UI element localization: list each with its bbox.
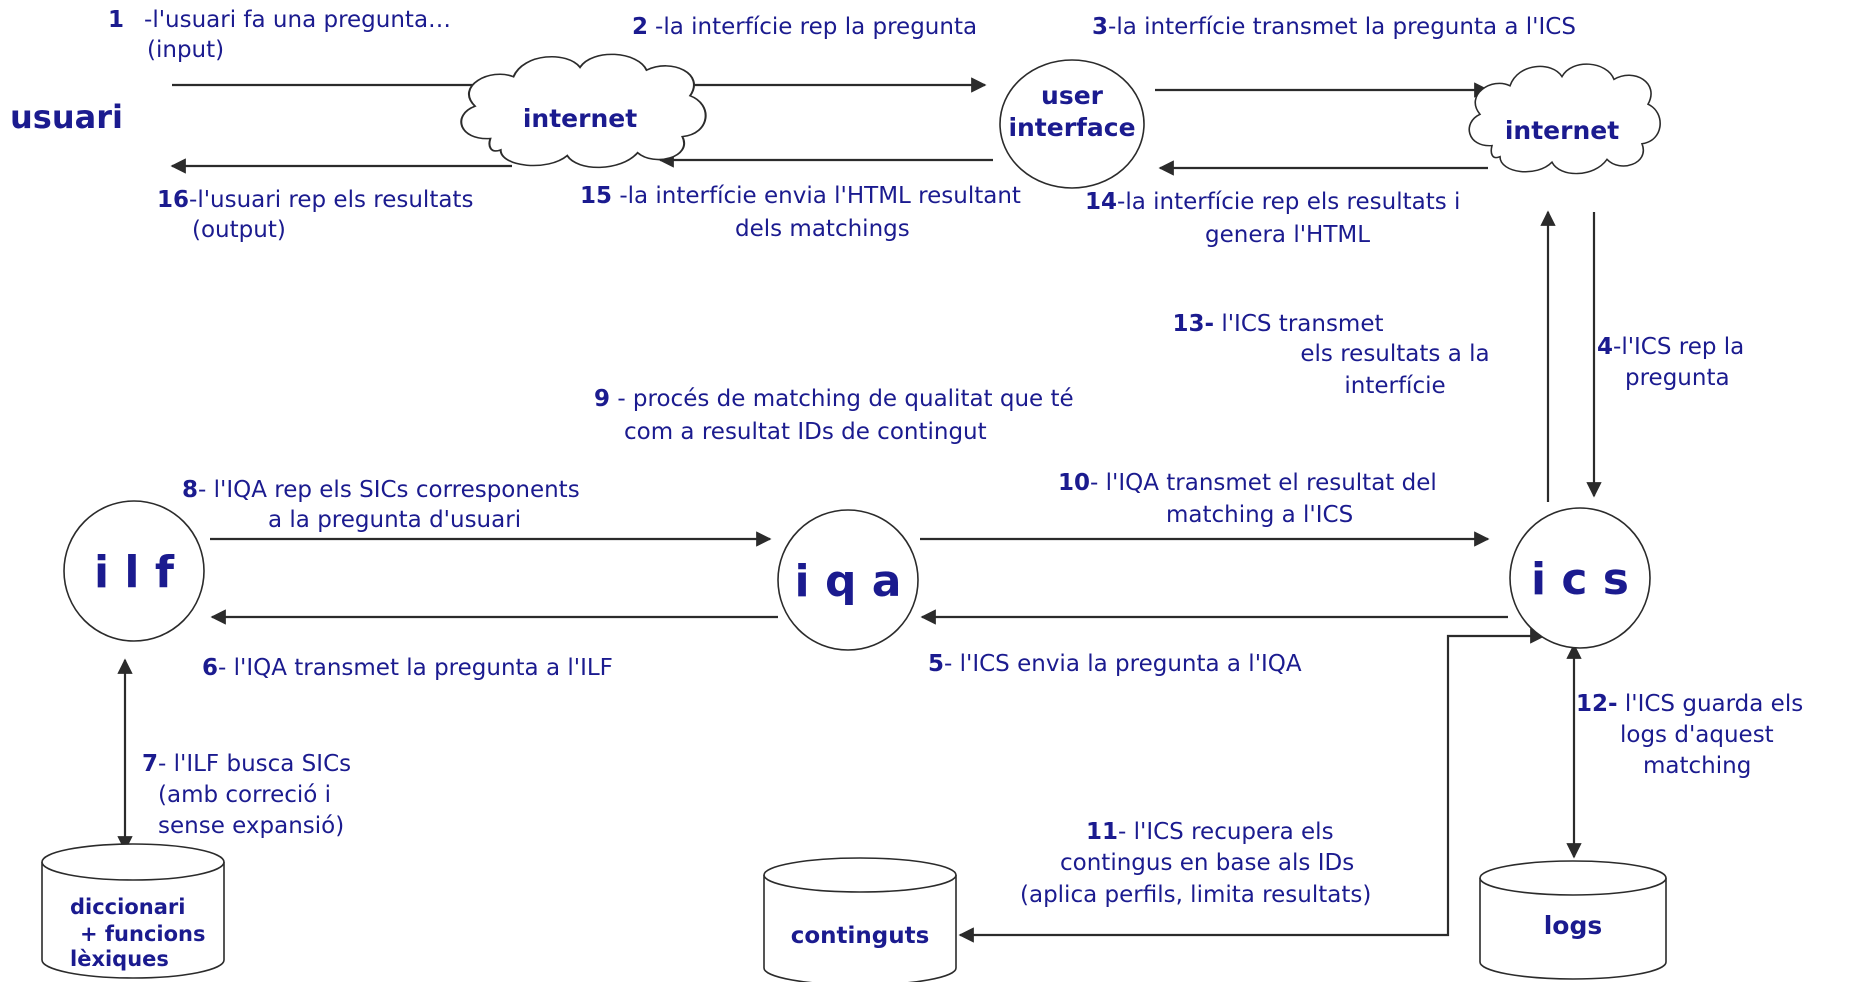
- step-15-line-2: dels matchings: [735, 216, 910, 242]
- step-labels: 1-l'usuari fa una pregunta… (input) 2-la…: [108, 7, 1803, 908]
- step-9-line-2: com a resultat IDs de contingut: [624, 419, 987, 445]
- step-3-number: 3: [1092, 14, 1108, 40]
- diccionari-cylinder: [41, 843, 225, 979]
- step-8-line-2: a la pregunta d'usuari: [268, 507, 521, 533]
- ics-circle: [1509, 507, 1651, 649]
- step-2-number: 2: [632, 14, 648, 40]
- step-4-line-1: 4-l'ICS rep la: [1597, 334, 1744, 360]
- logs-cylinder: [1479, 860, 1667, 980]
- internet-left-label: internet: [523, 104, 637, 133]
- step-12-number: 12-: [1576, 691, 1618, 717]
- node-labels: usuari internet user interface internet …: [10, 81, 1629, 971]
- user-interface-label-1: user: [1041, 81, 1104, 110]
- user-interface-label-2: interface: [1008, 113, 1135, 142]
- step-13-number: 13-: [1172, 311, 1214, 337]
- continguts-cylinder: [763, 857, 957, 982]
- step-11-line-2: contingus en base als IDs: [1060, 850, 1354, 876]
- step-2-line-1: 2-la interfície rep la pregunta: [632, 14, 977, 40]
- step-16-number: 16: [157, 187, 189, 213]
- step-15-number: 15: [580, 183, 612, 209]
- step-11-line-1: 11- l'ICS recupera els: [1086, 819, 1334, 845]
- continguts-label: continguts: [791, 923, 930, 949]
- internet-cloud-right: [1468, 63, 1661, 175]
- step-4-line-2: pregunta: [1625, 365, 1730, 391]
- step-1-number: 1: [108, 7, 124, 33]
- diccionari-label-2: + funcions: [80, 922, 205, 946]
- step-12-line-3: matching: [1643, 753, 1751, 779]
- ilf-circle: [63, 500, 205, 642]
- step-7-number: 7: [142, 751, 158, 777]
- step-14-line-2: genera l'HTML: [1205, 222, 1370, 248]
- step-12-line-1: 12- l'ICS guarda els: [1576, 691, 1803, 717]
- step-1-line-2: (input): [147, 37, 224, 63]
- diccionari-label-1: diccionari: [70, 895, 185, 919]
- step-7-line-3: sense expansió): [158, 813, 344, 839]
- diccionari-label-3: lèxiques: [70, 947, 169, 971]
- step-7-line-1: 7- l'ILF busca SICs: [142, 751, 351, 777]
- step-9-line-1: 9 - procés de matching de qualitat que t…: [594, 386, 1074, 412]
- step-5-number: 5: [928, 651, 944, 677]
- step-4-number: 4: [1597, 334, 1613, 360]
- arrow-11: [958, 628, 1546, 943]
- ilf-label: i l f: [94, 547, 175, 598]
- step-13-line-2: els resultats a la: [1300, 341, 1489, 367]
- internet-cloud-left: [460, 53, 707, 169]
- step-14-line-1: 14-la interfície rep els resultats i: [1085, 189, 1460, 215]
- step-6-line-1: 6- l'IQA transmet la pregunta a l'ILF: [202, 655, 613, 681]
- step-13-line-3: interfície: [1344, 373, 1445, 399]
- step-11-line-3: (aplica perfils, limita resultats): [1020, 882, 1371, 908]
- step-8-number: 8: [182, 477, 198, 503]
- step-6-number: 6: [202, 655, 218, 681]
- user-interface-circle: [999, 59, 1145, 189]
- ics-label: i c s: [1531, 554, 1629, 605]
- step-10-line-1: 10- l'IQA transmet el resultat del: [1058, 470, 1437, 496]
- step-7-line-2: (amb correció i: [158, 782, 331, 808]
- step-11-number: 11: [1086, 819, 1118, 845]
- step-13-line-1: 13- l'ICS transmet: [1172, 311, 1383, 337]
- internet-right-label: internet: [1505, 116, 1619, 145]
- step-10-line-2: matching a l'ICS: [1166, 502, 1353, 528]
- iqa-label: i q a: [795, 556, 902, 607]
- shapes: [41, 53, 1667, 982]
- usuari-label: usuari: [10, 98, 123, 136]
- step-9-number: 9: [594, 386, 610, 412]
- step-14-number: 14: [1085, 189, 1117, 215]
- step-3-line-1: 3-la interfície transmet la pregunta a l…: [1092, 14, 1576, 40]
- step-15-line-1: 15 -la interfície envia l'HTML resultant: [580, 183, 1021, 209]
- arrows: [117, 77, 1602, 943]
- step-5-line-1: 5- l'ICS envia la pregunta a l'IQA: [928, 651, 1302, 677]
- step-16-line-2: (output): [192, 217, 286, 243]
- step-12-line-2: logs d'aquest: [1620, 722, 1774, 748]
- iqa-circle: [777, 509, 919, 651]
- step-10-number: 10: [1058, 470, 1090, 496]
- step-1-line-1: 1-l'usuari fa una pregunta…: [108, 7, 451, 33]
- logs-label: logs: [1544, 911, 1603, 940]
- step-16-line-1: 16-l'usuari rep els resultats: [157, 187, 473, 213]
- step-8-line-1: 8- l'IQA rep els SICs corresponents: [182, 477, 580, 503]
